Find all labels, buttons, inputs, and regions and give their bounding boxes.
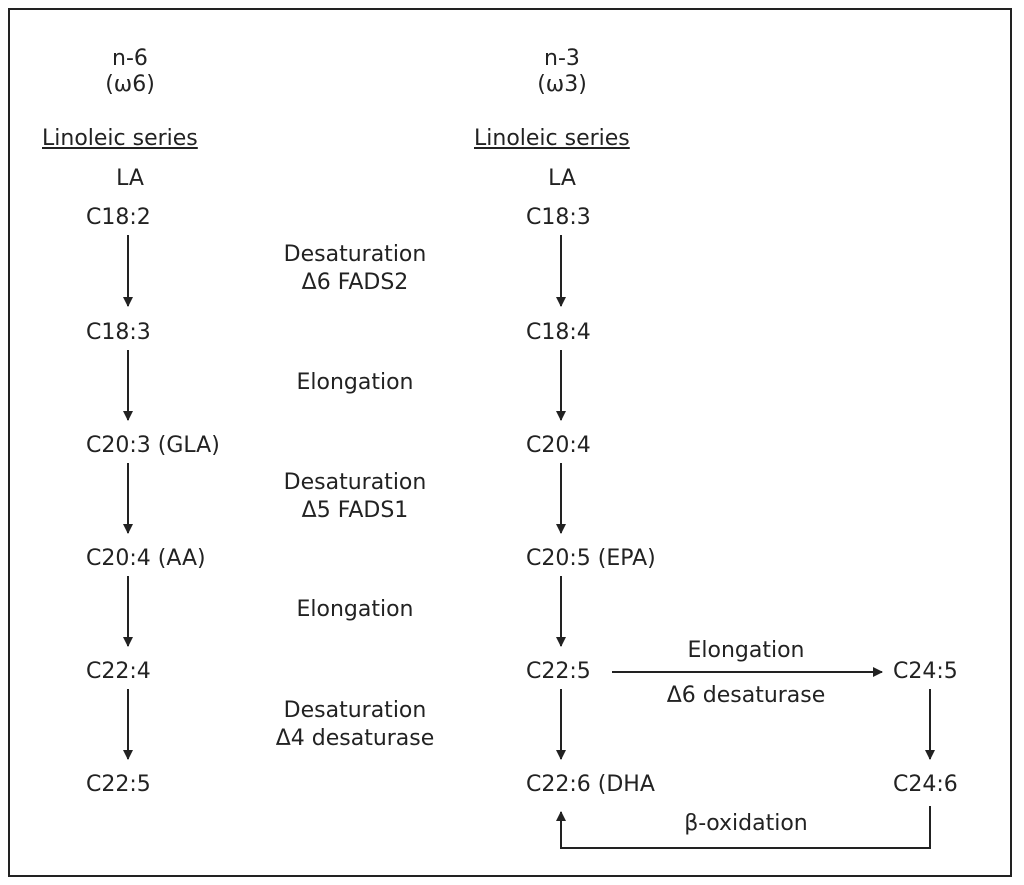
n3-step-c20-4: C20:4 [526,433,591,458]
n3-step-c22-5: C22:5 [526,659,591,684]
reaction-3-enzyme: Δ5 FADS1 [301,498,409,523]
n6-step-c18-2: C18:2 [86,205,151,230]
reaction-3-title: Desaturation [283,470,427,495]
n3-series-label: Linoleic series [474,126,630,151]
n6-step-c20-4: C20:4 (AA) [86,546,206,571]
branch-elongation-label: Elongation [687,638,805,663]
n3-step-c22-6: C22:6 (DHA [526,772,655,797]
branch-c24-5: C24:5 [893,659,958,684]
beta-oxidation-arrow [556,806,931,849]
reaction-1-title: Desaturation [283,242,427,267]
n3-step-c18-3: C18:3 [526,205,591,230]
beta-oxidation-label: β-oxidation [684,811,808,836]
reaction-1-enzyme: Δ6 FADS2 [301,270,409,295]
n3-step-c20-5: C20:5 (EPA) [526,546,656,571]
n6-step-c20-3: C20:3 (GLA) [86,433,220,458]
n6-precursor: LA [116,166,144,191]
branch-c24-6: C24:6 [893,772,958,797]
n3-subheading: (ω3) [537,72,587,97]
n6-series-label: Linoleic series [42,126,198,151]
n3-step-c18-4: C18:4 [526,320,591,345]
reaction-5-enzyme: Δ4 desaturase [275,726,435,751]
n6-step-c22-4: C22:4 [86,659,151,684]
n6-heading: n-6 [112,46,148,71]
reaction-5-title: Desaturation [283,698,427,723]
diagram-frame [8,8,1012,877]
n6-step-c22-5: C22:5 [86,772,151,797]
n6-step-c18-3: C18:3 [86,320,151,345]
n3-precursor: LA [548,166,576,191]
n6-subheading: (ω6) [105,72,155,97]
reaction-4-title: Elongation [296,597,414,622]
branch-desaturase-label: Δ6 desaturase [666,683,826,708]
n3-heading: n-3 [544,46,580,71]
reaction-2-title: Elongation [296,370,414,395]
